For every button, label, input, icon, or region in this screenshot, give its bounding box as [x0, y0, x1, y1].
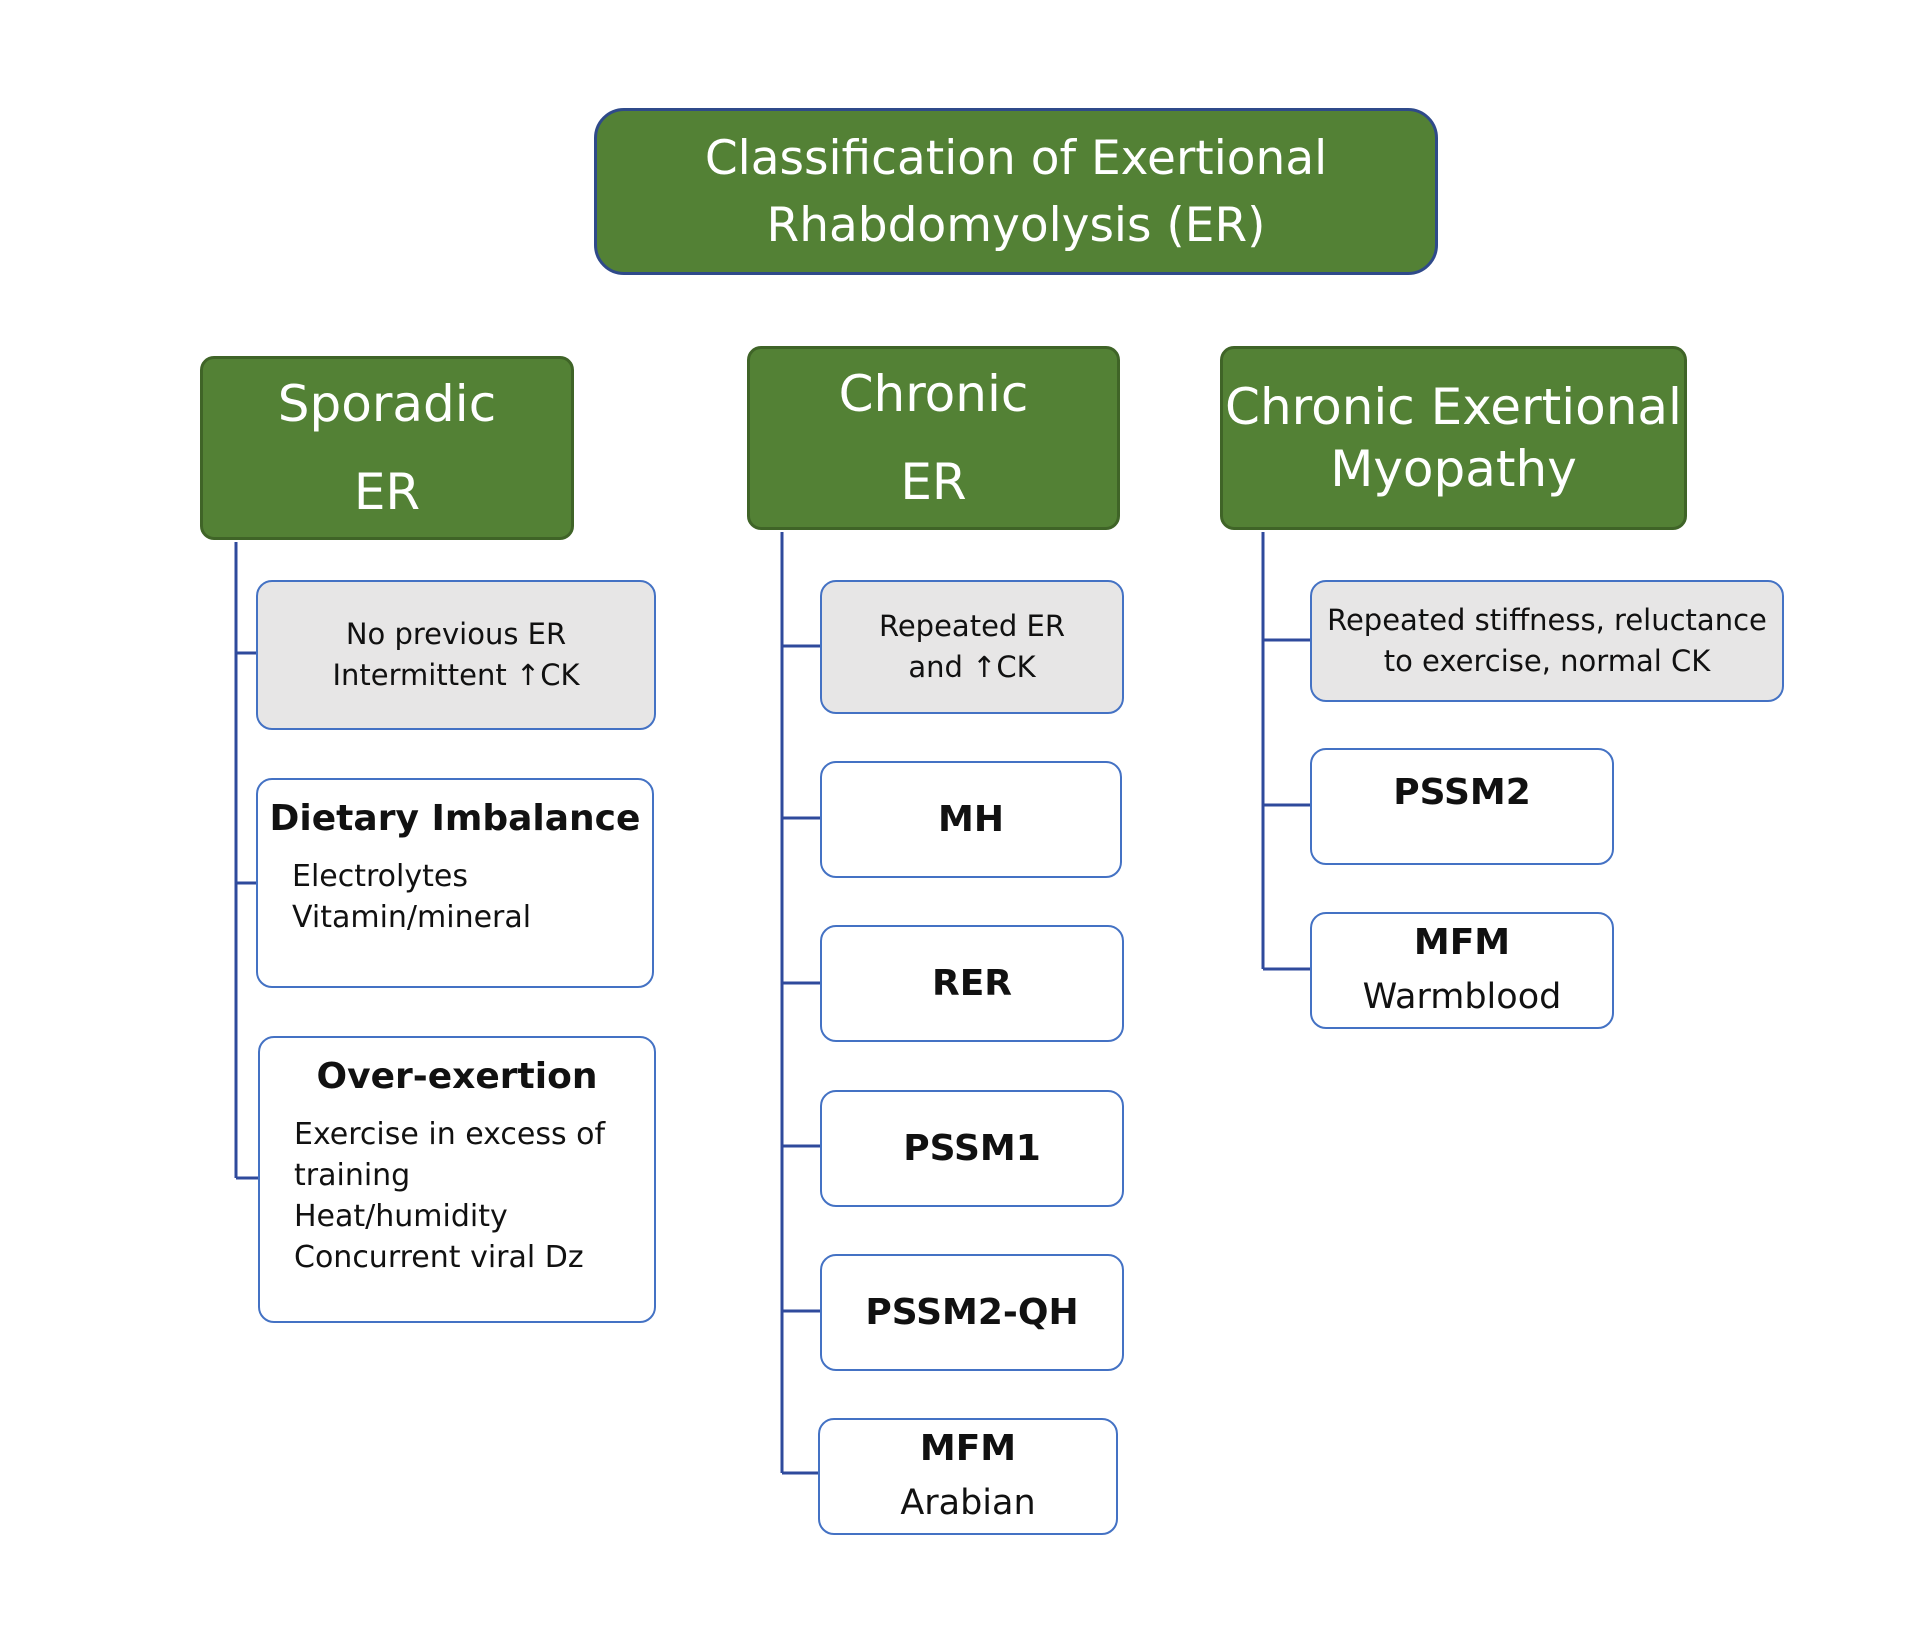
category-sporadic-line-2: ER [353, 463, 421, 521]
leaf-mfm-arabian-subtitle: Arabian [900, 1483, 1036, 1523]
leaf-pssm2-qh: PSSM2-QH [820, 1254, 1124, 1371]
leaf-over-exertion: Over-exertion Exercise in excess of trai… [258, 1036, 656, 1323]
category-cem-line-1: Chronic Exertional [1225, 378, 1682, 436]
leaf-rer: RER [820, 925, 1124, 1042]
leaf-dietary-imbalance: Dietary Imbalance Electrolytes Vitamin/m… [256, 778, 654, 988]
leaf-over-exertion-title: Over-exertion [316, 1056, 598, 1097]
sporadic-description-line-2: Intermittent ↑CK [332, 658, 580, 692]
category-chronic-exertional-myopathy: Chronic Exertional Myopathy [1220, 346, 1687, 530]
chronic-description: Repeated ER and ↑CK [820, 580, 1124, 714]
leaf-over-exertion-items: Exercise in excess of training Heat/humi… [294, 1114, 605, 1278]
cem-description: Repeated stiffness, reluctance to exerci… [1310, 580, 1784, 702]
leaf-mfm-arabian-title: MFM [919, 1428, 1017, 1469]
category-chronic-line-1: Chronic [838, 365, 1029, 423]
category-chronic-line-2: ER [900, 453, 967, 511]
leaf-over-exertion-item-2: training [294, 1158, 411, 1193]
root-title-line-1: Classification of Exertional [704, 130, 1328, 186]
leaf-over-exertion-item-4: Concurrent viral Dz [294, 1240, 584, 1275]
category-chronic-er: Chronic ER [747, 346, 1120, 530]
category-sporadic-line-1: Sporadic [277, 375, 497, 433]
category-sporadic-er: Sporadic ER [200, 356, 574, 540]
leaf-mfm-warmblood: MFM Warmblood [1310, 912, 1614, 1029]
leaf-mfm-warmblood-subtitle: Warmblood [1362, 977, 1562, 1017]
leaf-pssm2: PSSM2 [1310, 748, 1614, 865]
chronic-description-line-2: and ↑CK [908, 650, 1036, 684]
leaf-pssm2-title: PSSM2 [1393, 772, 1531, 813]
cem-description-line-2: to exercise, normal CK [1383, 644, 1711, 678]
leaf-pssm1-title: PSSM1 [903, 1127, 1041, 1169]
leaf-mh-title: MH [938, 798, 1004, 840]
leaf-mh: MH [820, 761, 1122, 878]
leaf-pssm2-qh-title: PSSM2-QH [865, 1291, 1079, 1333]
chronic-description-line-1: Repeated ER [878, 609, 1066, 643]
leaf-over-exertion-item-3: Heat/humidity [294, 1199, 508, 1234]
root-title-line-2: Rhabdomyolysis (ER) [766, 197, 1266, 253]
leaf-dietary-imbalance-title: Dietary Imbalance [269, 798, 641, 839]
leaf-dietary-item-2: Vitamin/mineral [292, 900, 532, 935]
leaf-dietary-item-1: Electrolytes [292, 859, 468, 894]
sporadic-description: No previous ER Intermittent ↑CK [256, 580, 656, 730]
leaf-mfm-arabian: MFM Arabian [818, 1418, 1118, 1535]
sporadic-description-line-1: No previous ER [345, 617, 567, 651]
category-cem-line-2: Myopathy [1330, 440, 1577, 498]
leaf-dietary-imbalance-items: Electrolytes Vitamin/mineral [292, 856, 531, 938]
leaf-over-exertion-item-1: Exercise in excess of [294, 1117, 606, 1152]
leaf-mfm-warmblood-title: MFM [1413, 922, 1511, 963]
root-box: Classification of Exertional Rhabdomyoly… [594, 108, 1438, 275]
leaf-rer-title: RER [931, 962, 1013, 1004]
leaf-pssm1: PSSM1 [820, 1090, 1124, 1207]
cem-description-line-1: Repeated stiffness, reluctance [1327, 603, 1767, 637]
